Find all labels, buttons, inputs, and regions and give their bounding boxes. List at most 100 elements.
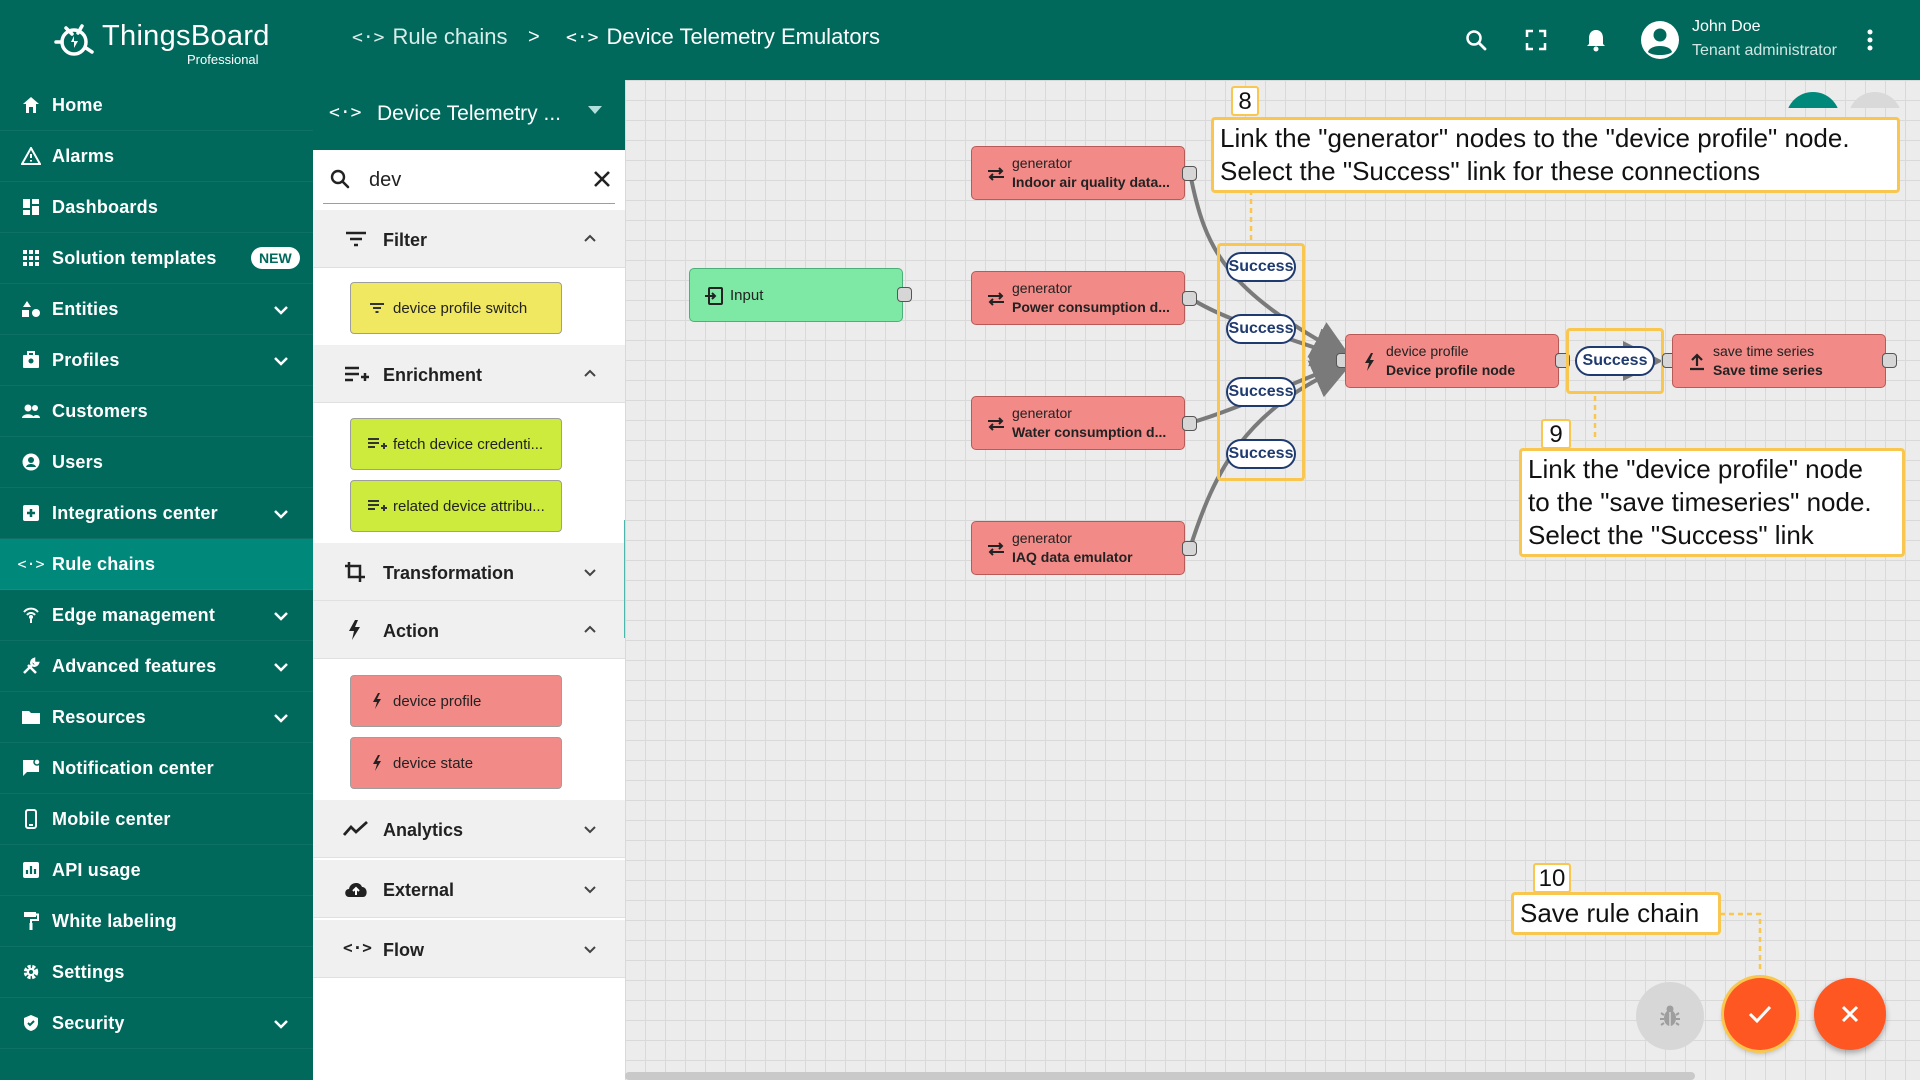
save-rule-chain-button[interactable] [1724, 978, 1796, 1050]
logo-title: ThingsBoard [102, 20, 270, 52]
category-external[interactable]: External [313, 860, 625, 918]
generator-output-port[interactable] [1182, 291, 1197, 306]
library-node-device-profile[interactable]: device profile [350, 675, 562, 727]
sidebar-item-label: Settings [52, 961, 125, 982]
breadcrumb-label: Rule chains [392, 24, 508, 49]
customers-icon [20, 400, 42, 422]
success-links-highlight [1217, 243, 1305, 481]
new-badge: NEW [251, 247, 300, 269]
sidebar-item-api-usage[interactable]: API usage [0, 845, 313, 896]
dashboard-icon [20, 196, 42, 218]
horizontal-scrollbar[interactable] [625, 1072, 1695, 1080]
generator-output-port[interactable] [1182, 166, 1197, 181]
category-enrichment[interactable]: Enrichment [313, 345, 625, 403]
sidebar-item-settings[interactable]: Settings [0, 947, 313, 998]
sidebar-item-entities[interactable]: Entities [0, 284, 313, 335]
search-icon[interactable] [1460, 24, 1492, 56]
search-input[interactable] [369, 164, 569, 196]
sidebar-item-label: Edge management [52, 604, 216, 625]
chevron-down-icon [584, 569, 596, 577]
code-icon: <·> [329, 102, 362, 123]
link-label-success[interactable]: Success [1226, 377, 1296, 407]
chevron-down-icon [584, 946, 596, 954]
sidebar-item-dashboards[interactable]: Dashboards [0, 182, 313, 233]
generator-output-port[interactable] [1182, 416, 1197, 431]
library-node-label: related device attribu... [393, 497, 545, 515]
add-node-button[interactable] [1786, 92, 1840, 108]
library-node-label: device state [393, 754, 474, 772]
input-node-output-port[interactable] [897, 287, 912, 302]
library-node-related-device-attributes[interactable]: related device attribu... [350, 480, 562, 532]
rule-node-type: save time series [1713, 343, 1815, 359]
filter-icon [346, 231, 366, 247]
link-label-success[interactable]: Success [1575, 346, 1655, 376]
breadcrumb-current: <·> Device Telemetry Emulators [566, 24, 880, 50]
sidebar-item-customers[interactable]: Customers [0, 386, 313, 437]
code-icon: <·> [352, 26, 385, 48]
link-label-success[interactable]: Success [1226, 314, 1296, 344]
notifications-bell-icon[interactable] [1580, 24, 1612, 56]
warning-icon [20, 145, 42, 167]
sidebar-item-home[interactable]: Home [0, 80, 313, 131]
category-action[interactable]: Action [313, 601, 625, 659]
rule-chain-title: Device Telemetry ... [377, 102, 562, 125]
sidebar-item-security[interactable]: Security [0, 998, 313, 1049]
sidebar-item-users[interactable]: Users [0, 437, 313, 488]
sidebar-item-label: White labeling [52, 910, 177, 931]
rule-node-generator-indoor-air-quality[interactable]: generator Indoor air quality data... [971, 146, 1185, 200]
category-filter[interactable]: Filter [313, 210, 625, 268]
avatar[interactable] [1640, 20, 1680, 60]
thingsboard-logo[interactable]: ThingsBoard Professional [52, 16, 272, 67]
filter-icon [367, 298, 387, 318]
category-transformation[interactable]: Transformation [313, 543, 625, 601]
sidebar: Home Alarms Dashboards Solution template… [0, 80, 313, 1080]
rule-chain-canvas[interactable]: Input generator Indoor air quality data.… [625, 80, 1920, 1080]
category-flow[interactable]: <·> Flow [313, 920, 625, 978]
sidebar-item-solution-templates[interactable]: Solution templates NEW [0, 233, 313, 284]
sidebar-item-resources[interactable]: Resources [0, 692, 313, 743]
chevron-up-icon [584, 625, 596, 633]
generator-icon [988, 417, 1004, 431]
more-vert-icon[interactable] [1854, 24, 1886, 56]
category-analytics[interactable]: Analytics [313, 800, 625, 858]
rule-node-save-time-series[interactable]: save time series Save time series [1672, 334, 1886, 388]
sidebar-item-notification-center[interactable]: Notification center [0, 743, 313, 794]
rule-node-input[interactable]: Input [689, 268, 903, 322]
generator-output-port[interactable] [1182, 541, 1197, 556]
rule-node-device-profile[interactable]: device profile Device profile node [1345, 334, 1559, 388]
dropdown-arrow-icon[interactable] [588, 106, 602, 114]
rule-node-type: generator [1012, 280, 1072, 296]
sidebar-item-white-labeling[interactable]: White labeling [0, 896, 313, 947]
fullscreen-canvas-button[interactable] [1848, 92, 1902, 108]
save-timeseries-output-port[interactable] [1882, 353, 1897, 368]
library-node-device-profile-switch[interactable]: device profile switch [350, 282, 562, 334]
sidebar-item-mobile-center[interactable]: Mobile center [0, 794, 313, 845]
sidebar-item-advanced-features[interactable]: Advanced features [0, 641, 313, 692]
check-icon [1748, 1005, 1772, 1024]
annotation-connectors [1249, 190, 1762, 972]
sidebar-item-rule-chains[interactable]: <·> Rule chains [0, 539, 313, 590]
cancel-changes-button[interactable] [1814, 978, 1886, 1050]
sidebar-item-integrations-center[interactable]: Integrations center [0, 488, 313, 539]
breadcrumb-rule-chains[interactable]: <·> Rule chains [352, 24, 507, 50]
close-icon[interactable] [591, 168, 613, 190]
rule-node-generator-water-consumption[interactable]: generator Water consumption d... [971, 396, 1185, 450]
enrichment-icon [345, 366, 369, 382]
annotation-line: to the "save timeseries" node. [1528, 487, 1872, 517]
sidebar-item-edge-management[interactable]: Edge management [0, 590, 313, 641]
sidebar-item-alarms[interactable]: Alarms [0, 131, 313, 182]
upload-icon [1690, 353, 1704, 371]
annotation-line: Link the "generator" nodes to the "devic… [1220, 123, 1850, 153]
close-icon [1841, 1005, 1859, 1023]
library-node-device-state[interactable]: device state [350, 737, 562, 789]
sidebar-item-profiles[interactable]: Profiles [0, 335, 313, 386]
fullscreen-icon[interactable] [1520, 24, 1552, 56]
rule-node-generator-power-consumption[interactable]: generator Power consumption d... [971, 271, 1185, 325]
link-label-success[interactable]: Success [1226, 252, 1296, 282]
link-label-success[interactable]: Success [1226, 439, 1296, 469]
debug-button[interactable] [1636, 982, 1704, 1050]
rule-node-generator-iaq-emulator[interactable]: generator IAQ data emulator [971, 521, 1185, 575]
library-node-fetch-device-credentials[interactable]: fetch device credenti... [350, 418, 562, 470]
profiles-icon [20, 349, 42, 371]
rule-chain-selector[interactable]: <·> Device Telemetry ... [313, 80, 625, 150]
